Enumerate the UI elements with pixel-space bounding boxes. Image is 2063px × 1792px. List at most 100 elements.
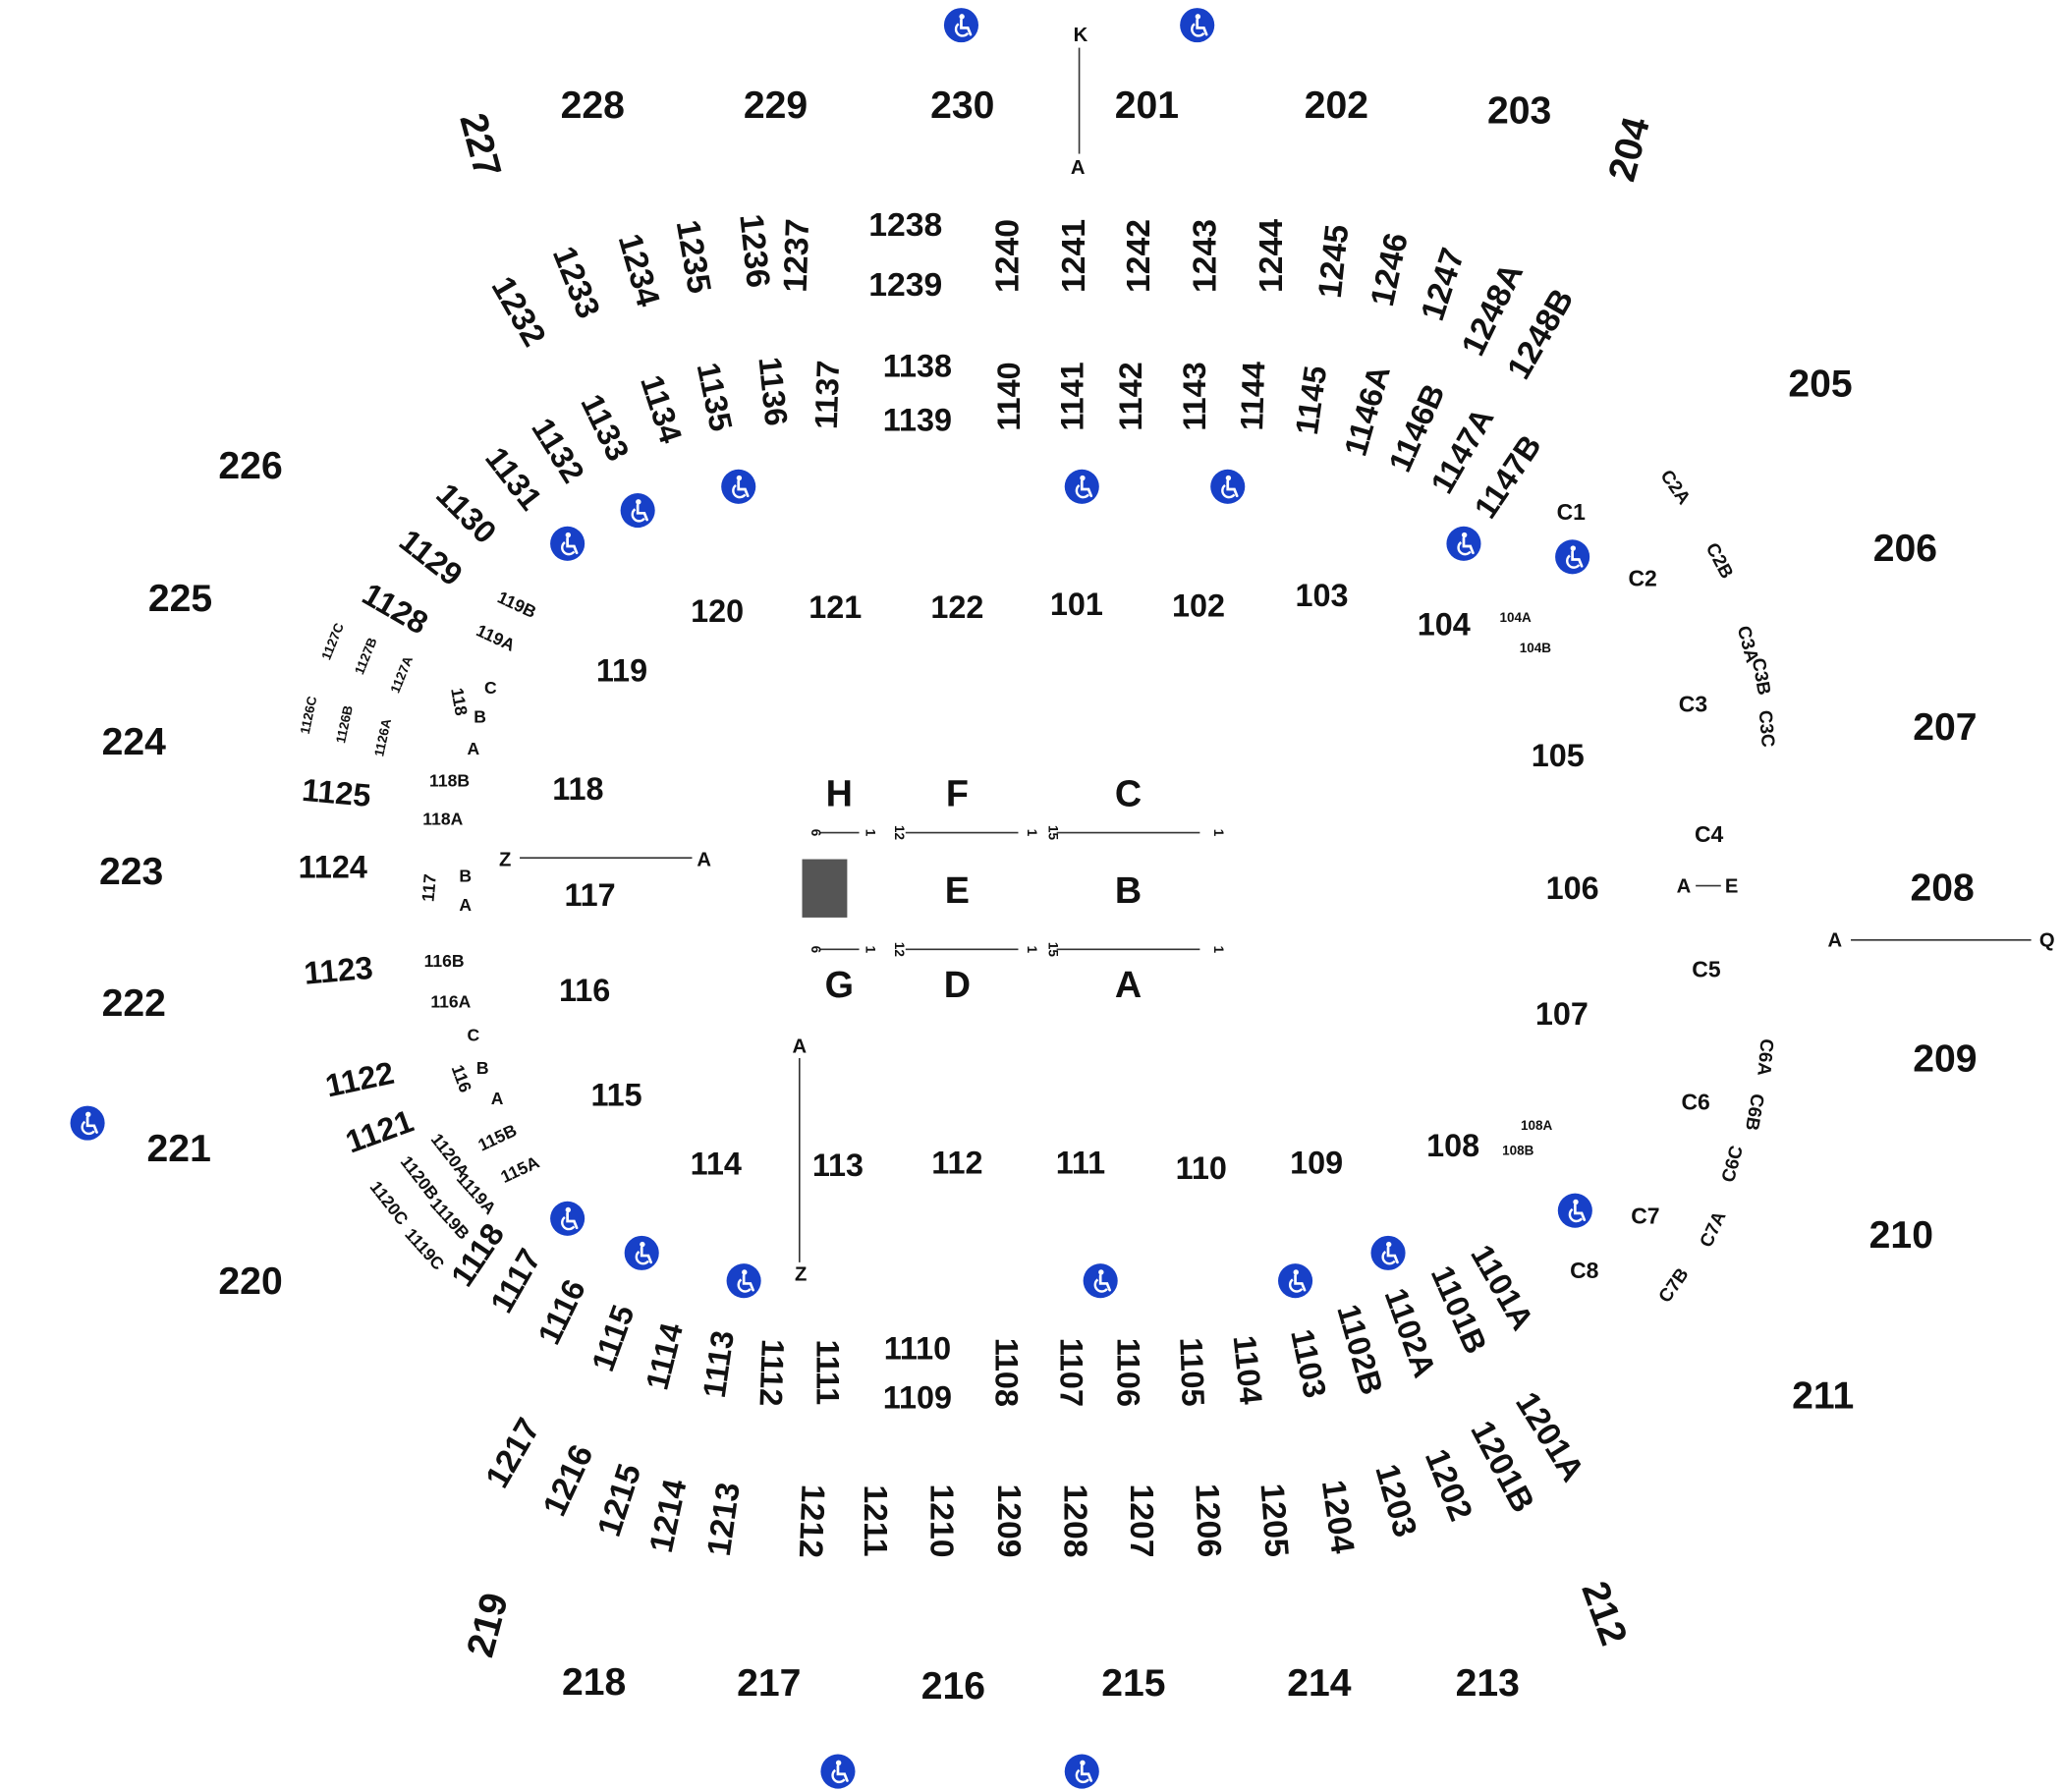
- section-227[interactable]: 227: [451, 109, 508, 182]
- section-112[interactable]: 112: [931, 1145, 982, 1180]
- section-206[interactable]: 206: [1873, 528, 1937, 570]
- section-229[interactable]: 229: [744, 84, 808, 127]
- section-1119C[interactable]: 1119C: [401, 1224, 448, 1274]
- floor-section-C[interactable]: C: [1115, 774, 1142, 815]
- section-1237[interactable]: 1237: [777, 218, 817, 293]
- section-1130[interactable]: 1130: [429, 476, 503, 550]
- section-1146A[interactable]: 1146A: [1337, 362, 1396, 460]
- section-1205[interactable]: 1205: [1254, 1482, 1296, 1557]
- section-222[interactable]: 222: [102, 982, 166, 1025]
- section-1212[interactable]: 1212: [792, 1484, 832, 1558]
- section-1234[interactable]: 1234: [611, 230, 667, 311]
- section-226[interactable]: 226: [218, 445, 282, 487]
- section-1103[interactable]: 1103: [1284, 1326, 1333, 1401]
- section-1126B[interactable]: 1126B: [333, 703, 356, 745]
- section-1122[interactable]: 1122: [322, 1055, 397, 1104]
- section-120[interactable]: 120: [691, 593, 744, 629]
- section-116-vertical[interactable]: 116: [448, 1062, 476, 1095]
- section-106[interactable]: 106: [1546, 870, 1599, 906]
- section-1204[interactable]: 1204: [1314, 1478, 1362, 1556]
- section-215[interactable]: 215: [1101, 1662, 1165, 1705]
- section-1123[interactable]: 1123: [303, 950, 374, 991]
- section-1112[interactable]: 1112: [753, 1338, 790, 1407]
- section-1110[interactable]: 1110: [884, 1330, 951, 1366]
- section-1206[interactable]: 1206: [1188, 1483, 1228, 1557]
- section-C8[interactable]: C8: [1570, 1258, 1599, 1283]
- section-111[interactable]: 111: [1056, 1145, 1105, 1180]
- section-1145[interactable]: 1145: [1289, 364, 1333, 437]
- section-1126A[interactable]: 1126A: [371, 717, 394, 758]
- section-209[interactable]: 209: [1913, 1037, 1977, 1080]
- section-118[interactable]: 118: [552, 771, 603, 807]
- section-205[interactable]: 205: [1788, 364, 1852, 406]
- section-C2A[interactable]: C2A: [1656, 467, 1695, 509]
- section-C6[interactable]: C6: [1681, 1090, 1709, 1115]
- section-C5[interactable]: C5: [1692, 957, 1721, 982]
- section-214[interactable]: 214: [1287, 1662, 1352, 1705]
- section-1239[interactable]: 1239: [868, 266, 942, 304]
- section-1140[interactable]: 1140: [991, 362, 1027, 430]
- section-1109[interactable]: 1109: [883, 1379, 952, 1415]
- section-C2B[interactable]: C2B: [1701, 539, 1737, 582]
- floor-section-D[interactable]: D: [944, 965, 971, 1006]
- section-C1[interactable]: C1: [1557, 499, 1587, 525]
- section-1240[interactable]: 1240: [988, 219, 1026, 293]
- section-212[interactable]: 212: [1573, 1576, 1635, 1651]
- section-104A[interactable]: 104A: [1499, 610, 1531, 625]
- section-1137[interactable]: 1137: [808, 360, 846, 429]
- section-C3B[interactable]: C3B: [1748, 656, 1774, 697]
- section-228[interactable]: 228: [561, 84, 625, 127]
- section-1141[interactable]: 1141: [1055, 362, 1090, 430]
- section-1216[interactable]: 1216: [535, 1439, 600, 1522]
- section-121[interactable]: 121: [808, 589, 862, 625]
- section-1214[interactable]: 1214: [642, 1476, 695, 1556]
- section-225[interactable]: 225: [148, 578, 212, 620]
- section-119A[interactable]: 119A: [474, 620, 519, 655]
- section-1102B[interactable]: 1102B: [1330, 1301, 1389, 1399]
- section-203[interactable]: 203: [1487, 90, 1551, 133]
- section-118B[interactable]: 118B: [429, 770, 470, 790]
- section-C4[interactable]: C4: [1695, 821, 1724, 847]
- section-114[interactable]: 114: [691, 1147, 742, 1182]
- section-202[interactable]: 202: [1305, 84, 1368, 127]
- section-211[interactable]: 211: [1792, 1374, 1854, 1417]
- section-118-vertical[interactable]: 118: [447, 687, 472, 718]
- floor-section-A[interactable]: A: [1115, 965, 1142, 1006]
- section-1203[interactable]: 1203: [1367, 1460, 1423, 1541]
- section-1120A[interactable]: 1120A: [427, 1130, 474, 1182]
- section-108B[interactable]: 108B: [1502, 1144, 1533, 1158]
- section-1116[interactable]: 1116: [531, 1274, 592, 1350]
- section-219[interactable]: 219: [460, 1589, 517, 1661]
- section-218[interactable]: 218: [562, 1661, 626, 1704]
- section-1121[interactable]: 1121: [341, 1103, 418, 1160]
- section-C6A[interactable]: C6A: [1753, 1037, 1776, 1077]
- section-1213[interactable]: 1213: [700, 1481, 748, 1559]
- section-1108[interactable]: 1108: [989, 1338, 1025, 1407]
- floor-section-G[interactable]: G: [825, 965, 854, 1006]
- floor-section-E[interactable]: E: [945, 870, 970, 912]
- section-217[interactable]: 217: [737, 1662, 801, 1705]
- section-1129[interactable]: 1129: [393, 523, 470, 593]
- section-102[interactable]: 102: [1172, 588, 1225, 624]
- section-210[interactable]: 210: [1869, 1214, 1933, 1257]
- section-1246[interactable]: 1246: [1364, 230, 1416, 309]
- section-C3[interactable]: C3: [1679, 692, 1707, 717]
- section-1135[interactable]: 1135: [690, 360, 739, 434]
- floor-section-H[interactable]: H: [826, 774, 853, 815]
- section-1208[interactable]: 1208: [1057, 1484, 1094, 1557]
- section-116[interactable]: 116: [559, 973, 610, 1008]
- section-116B[interactable]: 116B: [424, 951, 465, 971]
- section-118A[interactable]: 118A: [422, 809, 463, 828]
- section-105[interactable]: 105: [1532, 738, 1585, 773]
- section-1125[interactable]: 1125: [301, 772, 372, 813]
- section-213[interactable]: 213: [1456, 1662, 1520, 1705]
- section-208[interactable]: 208: [1911, 867, 1975, 909]
- section-115A[interactable]: 115A: [497, 1151, 542, 1187]
- section-109[interactable]: 109: [1290, 1145, 1343, 1180]
- section-1115[interactable]: 1115: [585, 1301, 641, 1376]
- section-1120C[interactable]: 1120C: [366, 1177, 413, 1229]
- section-1114[interactable]: 1114: [640, 1319, 690, 1393]
- section-220[interactable]: 220: [218, 1260, 282, 1303]
- section-108[interactable]: 108: [1426, 1128, 1479, 1163]
- section-C6C[interactable]: C6C: [1718, 1144, 1748, 1185]
